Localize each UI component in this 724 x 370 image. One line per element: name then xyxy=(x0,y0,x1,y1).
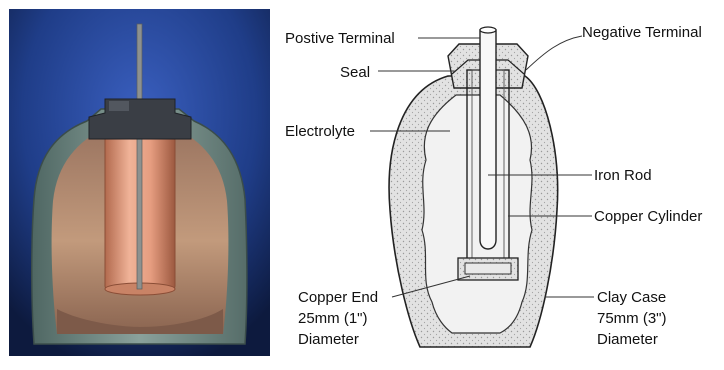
battery-diagram: Postive Terminal Negative Terminal Seal … xyxy=(280,0,724,365)
label-copper-end-line2: 25mm (1") xyxy=(298,310,368,327)
label-clay-case-line1: Clay Case xyxy=(597,289,666,306)
jar-photo xyxy=(9,9,270,356)
label-electrolyte: Electrolyte xyxy=(285,123,355,140)
label-negative-terminal: Negative Terminal xyxy=(582,24,702,41)
diagram-panel: Postive Terminal Negative Terminal Seal … xyxy=(280,0,724,365)
leader-negative-terminal xyxy=(526,36,582,70)
label-clay-case-line3: Diameter xyxy=(597,331,658,348)
label-copper-cylinder: Copper Cylinder xyxy=(594,208,702,225)
label-iron-rod: Iron Rod xyxy=(594,167,652,184)
iron-rod-photo xyxy=(137,24,142,289)
label-copper-end-line1: Copper End xyxy=(298,289,378,306)
stopper-highlight xyxy=(109,101,129,111)
label-copper-end-line3: Diameter xyxy=(298,331,359,348)
iron-rod-diagram xyxy=(480,30,496,249)
iron-rod-top xyxy=(480,27,496,33)
label-positive-terminal: Postive Terminal xyxy=(285,30,395,47)
copper-end-inner xyxy=(465,263,511,274)
label-seal: Seal xyxy=(340,64,370,81)
photo-panel xyxy=(9,9,270,356)
label-clay-case-line2: 75mm (3") xyxy=(597,310,667,327)
